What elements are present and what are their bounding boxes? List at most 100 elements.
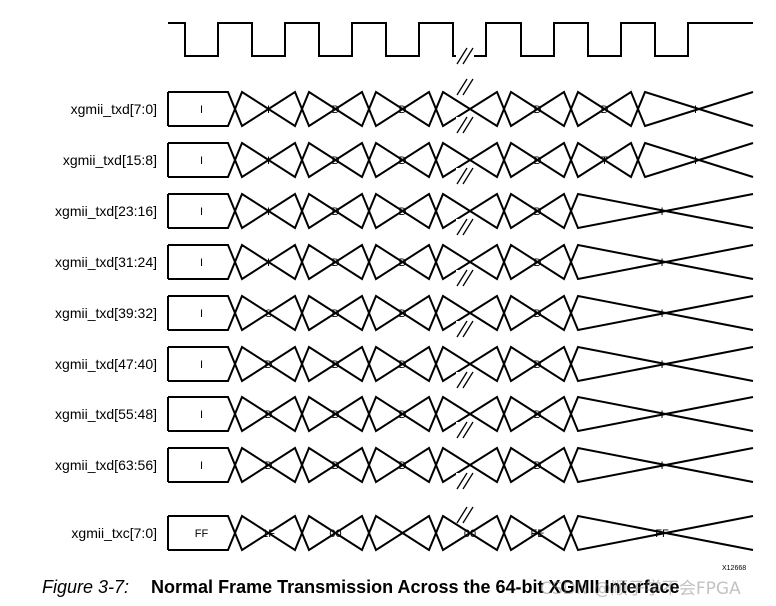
bus-value: D	[332, 155, 340, 167]
bus-value: I	[660, 257, 663, 269]
bus-value: I	[200, 206, 203, 218]
bus-lower-edge	[168, 446, 754, 484]
clock-line	[168, 22, 753, 57]
bus-value: I	[200, 257, 203, 269]
bus-value: I	[267, 155, 270, 167]
bus-value: FF	[655, 528, 669, 540]
bus-value: I	[200, 155, 203, 167]
signal-name: xgmii_txd[23:16]	[55, 203, 157, 219]
figure-id: X12668	[722, 565, 746, 572]
bus-value: FF	[195, 528, 209, 540]
bus-value: S	[265, 308, 272, 320]
break-mark	[456, 167, 474, 185]
break-mark	[456, 320, 474, 338]
bus-value: I	[660, 308, 663, 320]
bus-value: D	[399, 460, 407, 472]
signal-row: xgmii_txd[39:32] I S D D D I	[55, 294, 754, 332]
bus-value: I	[267, 257, 270, 269]
bus-value: I	[200, 308, 203, 320]
bus-value: D	[534, 257, 542, 269]
bus-value: D	[399, 206, 407, 218]
clock-waveform	[168, 22, 753, 57]
bus-value: I	[660, 460, 663, 472]
bus-value: D	[399, 104, 407, 116]
bus-value: D	[399, 155, 407, 167]
bus-value: D	[265, 409, 273, 421]
signal-name: xgmii_txd[31:24]	[55, 254, 157, 270]
bus-value: D	[265, 460, 273, 472]
bus-value: D	[534, 460, 542, 472]
break-mark	[456, 421, 474, 439]
bus-value: I	[200, 409, 203, 421]
bus-value: 00	[464, 528, 476, 540]
bus-value: I	[200, 104, 203, 116]
break-mark	[456, 506, 474, 524]
break-mark	[456, 47, 474, 65]
bus-value: I	[200, 359, 203, 371]
bus-lower-edge	[168, 192, 754, 230]
bus-value: D	[399, 308, 407, 320]
signal-row: xgmii_txd[15:8] I I D D D T I	[63, 141, 754, 179]
bus-value: I	[660, 359, 663, 371]
bus-lower-edge	[168, 345, 754, 383]
bus-value: I	[200, 460, 203, 472]
bus-lower-edge	[168, 243, 754, 281]
break-mark	[456, 218, 474, 236]
bus-value: 1F	[262, 528, 275, 540]
signal-name: xgmii_txd[63:56]	[55, 457, 157, 473]
break-mark	[456, 269, 474, 287]
break-mark	[456, 116, 474, 134]
signal-row: xgmii_txd[31:24] I I D D D I	[55, 243, 754, 281]
caption-number: Figure 3-7:	[42, 577, 130, 597]
signal-row: xgmii_txd[47:40] I D D D D I	[55, 345, 754, 383]
bus-value: I	[267, 104, 270, 116]
signal-row: xgmii_txd[63:56] I D D D D I	[55, 446, 754, 484]
watermark: CSDN @顺子学不会FPGA	[540, 579, 741, 599]
bus-value: D	[534, 308, 542, 320]
bus-value: D	[332, 206, 340, 218]
bus-value: T	[601, 155, 608, 167]
caption-title: Normal Frame Transmission Across the 64-…	[151, 577, 680, 597]
signal-name: xgmii_txc[7:0]	[71, 525, 157, 541]
signal-name: xgmii_txd[47:40]	[55, 356, 157, 372]
bus-value: D	[534, 155, 542, 167]
figure-caption: Figure 3-7: Normal Frame Transmission Acr…	[42, 577, 680, 598]
bus-value: D	[399, 257, 407, 269]
bus-value: D	[265, 359, 273, 371]
bus-lower-edge	[168, 294, 754, 332]
break-mark	[456, 472, 474, 490]
bus-value: 00	[329, 528, 341, 540]
bus-value: D	[332, 409, 340, 421]
bus-value: I	[694, 155, 697, 167]
bus-value: D	[332, 257, 340, 269]
bus-value: D	[332, 104, 340, 116]
bus-value: D	[399, 409, 407, 421]
bus-lower-edge	[168, 90, 754, 128]
bus-value: D	[332, 308, 340, 320]
signal-name: xgmii_txd[7:0]	[71, 101, 157, 117]
bus-lower-edge	[168, 141, 754, 179]
bus-value: D	[534, 359, 542, 371]
bus-value: I	[694, 104, 697, 116]
bus-value: I	[660, 206, 663, 218]
bus-value: D	[534, 206, 542, 218]
time-break-marks	[456, 47, 474, 524]
bus-lower-edge	[168, 395, 754, 433]
break-mark	[456, 371, 474, 389]
bus-value: D	[399, 359, 407, 371]
bus-value: D	[332, 359, 340, 371]
signal-row: xgmii_txd[23:16] I I D D D I	[55, 192, 754, 230]
signal-name: xgmii_txd[15:8]	[63, 152, 157, 168]
break-mark	[456, 78, 474, 96]
bus-lower-edge	[168, 514, 754, 552]
signal-name: xgmii_txd[55:48]	[55, 406, 157, 422]
signal-name: xgmii_txd[39:32]	[55, 305, 157, 321]
bus-value: D	[332, 460, 340, 472]
bus-value: I	[267, 206, 270, 218]
bus-value: D	[534, 104, 542, 116]
